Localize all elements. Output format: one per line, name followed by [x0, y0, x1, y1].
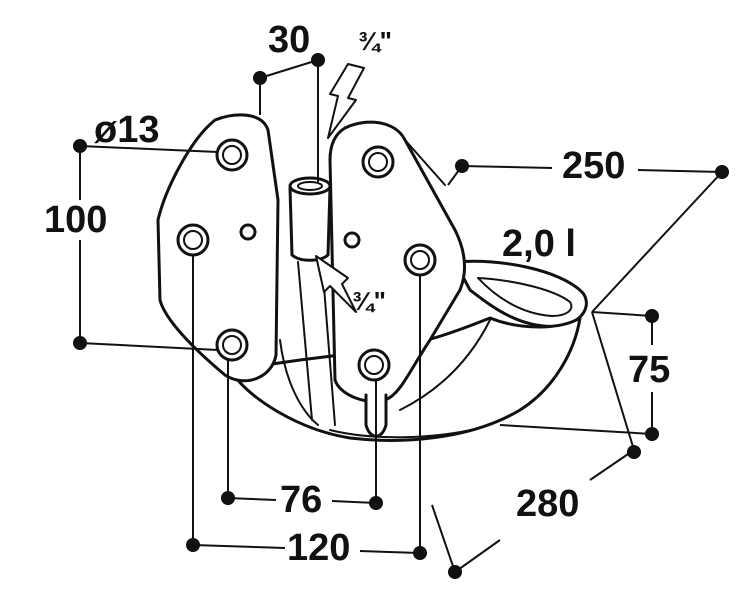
- label-pipe-width: 30: [268, 19, 310, 61]
- dim-280-lines: [431, 311, 635, 573]
- bowl-trough: [453, 259, 588, 328]
- left-plate-hole-top: [215, 138, 249, 172]
- dim-76-dot-right: [369, 496, 383, 510]
- dim-75-lines: [499, 311, 653, 435]
- right-plate-outline: [328, 120, 466, 403]
- right-plate-hole-mid: [403, 243, 437, 277]
- left-plate-outline: [156, 113, 280, 383]
- right-mounting-plate: [328, 120, 466, 438]
- label-hole-diameter: ø13: [94, 109, 159, 151]
- right-plate-hole-top-inner: [368, 152, 388, 172]
- inlet-arrows: [315, 63, 365, 313]
- inlet-top-arrow: [327, 63, 365, 139]
- dim-120-lines: [192, 255, 421, 554]
- dim-250-dot-right: [715, 165, 729, 179]
- label-width: 250: [562, 145, 625, 187]
- right-plate-hole-bottom: [357, 348, 391, 382]
- pipe-body: [288, 186, 332, 262]
- label-capacity: 2,0 l: [502, 223, 576, 265]
- pipe-web: [279, 339, 319, 426]
- label-bowl-height: 75: [628, 349, 670, 391]
- left-plate-hole-bottom: [215, 328, 249, 362]
- label-hole-spacing-large: 120: [287, 527, 350, 569]
- dim-75-dot-bottom: [645, 427, 659, 441]
- right-plate-edge: [404, 139, 446, 186]
- central-pipe: [279, 176, 336, 426]
- dim-30-dot-left: [253, 71, 267, 85]
- dim-280-dot-left: [448, 565, 462, 579]
- dim-120-dot-right: [413, 546, 427, 560]
- left-plate-hole-mid-inner: [183, 230, 203, 250]
- dim-76-lines: [227, 358, 377, 504]
- labels: 30 ¾" ø13 100 250 2,0 l ¾" 75 280 76 120: [44, 19, 670, 569]
- dimension-lines: [73, 53, 729, 579]
- left-plate-hole-mid: [176, 223, 210, 257]
- bowl-shell-curve: [399, 319, 491, 411]
- left-plate-screw: [239, 223, 257, 241]
- dim-280-dot-right: [627, 445, 641, 459]
- left-plate-hole-bottom-inner: [222, 335, 242, 355]
- left-plate-hole-top-inner: [222, 145, 242, 165]
- inlet-side-arrow: [315, 255, 357, 313]
- pipe-top: [288, 176, 332, 196]
- right-plate-hole-bottom-inner: [364, 355, 384, 375]
- label-depth: 280: [516, 483, 579, 525]
- dim-250-dot-left: [455, 159, 469, 173]
- bowl-trough-inner: [477, 277, 573, 318]
- dim-100-dot-top: [73, 139, 87, 153]
- dim-30-dot-right: [311, 53, 325, 67]
- dim-76-dot-left: [221, 491, 235, 505]
- label-hole-spacing-vertical: 100: [44, 199, 107, 241]
- right-plate-hole-top: [361, 145, 395, 179]
- bowl-shell-ridge: [329, 427, 481, 439]
- right-plate-screw: [343, 231, 361, 249]
- right-plate-hole-mid-inner: [410, 250, 430, 270]
- dim-120-dot-left: [186, 538, 200, 552]
- label-hole-spacing-small: 76: [280, 479, 322, 521]
- dim-100-dot-bottom: [73, 336, 87, 350]
- left-mounting-plate: [156, 113, 280, 383]
- label-inlet-top: ¾": [358, 26, 392, 56]
- label-inlet-side: ¾": [352, 286, 386, 316]
- dim-75-dot-top: [645, 309, 659, 323]
- dim-100-lines: [79, 145, 219, 351]
- pipe-top-inner: [297, 181, 323, 191]
